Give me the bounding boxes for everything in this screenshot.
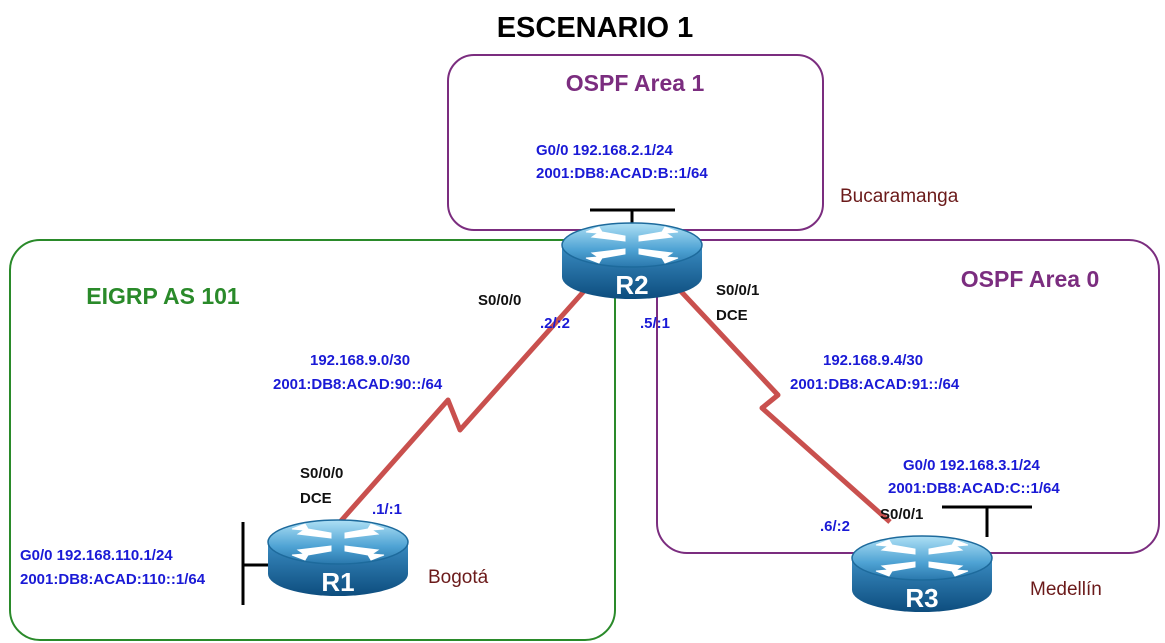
router-r1[interactable]: R1 [267,519,409,597]
r2-port-s000: S0/0/0 [478,292,521,309]
ospf-area1-label: OSPF Area 1 [566,70,705,96]
eigrp-boundary [9,239,616,641]
router-r2[interactable]: R2 [561,222,703,300]
link-r2-r3-ipv6: 2001:DB8:ACAD:91::/64 [790,376,960,393]
r2-port-s001: S0/0/1 [716,282,759,299]
eigrp-label: EIGRP AS 101 [86,283,240,309]
router-r3[interactable]: R3 [851,535,993,613]
r3-host-r2r3: .6/:2 [820,518,850,535]
r1-lan-ipv6: 2001:DB8:ACAD:110::1/64 [20,571,206,588]
r1-lan-ipv4: G0/0 192.168.110.1/24 [20,547,173,564]
city-medellin: Medellín [1030,579,1102,600]
serial-link-r1-r2 [338,288,587,524]
router-r2-label: R2 [615,270,648,300]
city-bogota: Bogotá [428,567,489,588]
router-r3-label: R3 [905,583,938,613]
city-bucaramanga: Bucaramanga [840,186,959,207]
r2-lan-ipv4: G0/0 192.168.2.1/24 [536,142,673,159]
link-r1-r2-ipv4: 192.168.9.0/30 [310,352,410,369]
router-r1-label: R1 [321,567,354,597]
link-r2-r3-ipv4: 192.168.9.4/30 [823,352,923,369]
diagram-title: ESCENARIO 1 [497,12,694,44]
r3-lan-ipv4: G0/0 192.168.3.1/24 [903,457,1040,474]
serial-link-r2-r3 [673,283,892,524]
link-r1-r2-ipv6: 2001:DB8:ACAD:90::/64 [273,376,443,393]
r1-dce-label: DCE [300,490,332,507]
r2-host-r2r3: .5/:1 [640,315,670,332]
r2-lan-ipv6: 2001:DB8:ACAD:B::1/64 [536,165,708,182]
r3-port-s001: S0/0/1 [880,506,923,523]
r2-host-r1r2: .2/:2 [540,315,570,332]
r1-host-r1r2: .1/:1 [372,501,402,518]
r3-lan-ipv6: 2001:DB8:ACAD:C::1/64 [888,480,1060,497]
r2-dce-label: DCE [716,307,748,324]
r1-port-s000: S0/0/0 [300,465,343,482]
ospf-area0-label: OSPF Area 0 [961,266,1099,292]
